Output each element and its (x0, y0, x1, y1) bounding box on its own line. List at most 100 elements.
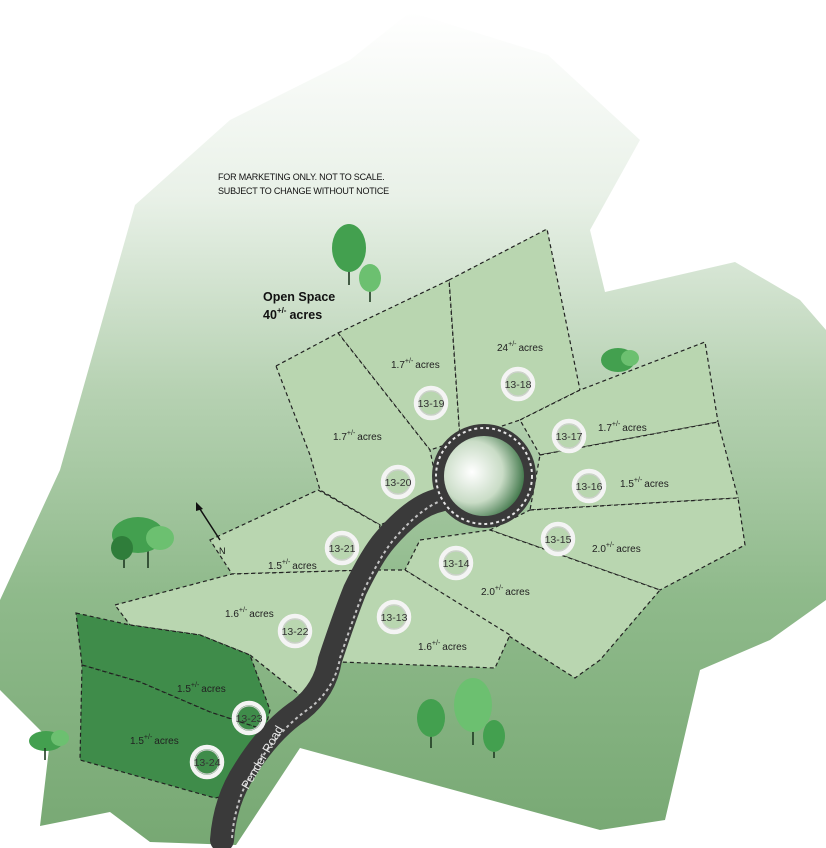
acreage-unit: acres (616, 544, 640, 555)
acreage-sup: +/- (282, 559, 291, 566)
acreage-sup: +/- (495, 585, 504, 592)
acreage-sup: +/- (432, 640, 441, 647)
lot-badge-ring (571, 468, 607, 504)
lot-badge-13-21[interactable]: 13-21 (324, 530, 360, 566)
lot-id-label: 13-20 (385, 477, 412, 489)
lot-13-17-boundary[interactable] (519, 341, 719, 456)
lot-badge-inner-ring (556, 423, 582, 449)
lot-acreage-label-13-19: 1.7+/-acres (391, 358, 440, 371)
tree-icon (417, 678, 505, 758)
lot-badge-inner-ring (194, 749, 220, 775)
lot-badge-inner-ring (505, 371, 531, 397)
lot-badge-ring (324, 530, 360, 566)
lot-badge-13-16[interactable]: 13-16 (571, 468, 607, 504)
acreage-unit: acres (622, 423, 646, 434)
lot-id-label: 13-17 (556, 431, 583, 443)
open-space-size-value: 40 (263, 308, 277, 322)
acreage-sup: +/- (239, 607, 248, 614)
pender-road-edge (231, 497, 451, 839)
acreage-value: 2.0 (592, 544, 606, 555)
acreage-unit: acres (154, 736, 178, 747)
lot-badge-ring (376, 599, 412, 635)
acreage-sup: +/- (347, 430, 356, 437)
acreage-sup: +/- (606, 542, 615, 549)
lot-badge-ring (231, 700, 267, 736)
disclaimer-line-1: FOR MARKETING ONLY. NOT TO SCALE. (218, 172, 385, 182)
lot-id-label: 13-22 (282, 626, 309, 638)
acreage-unit: acres (415, 360, 439, 371)
lot-acreage-label-13-23: 1.5+/-acres (177, 682, 226, 695)
open-space-size: 40+/-acres (263, 306, 322, 322)
lot-badge-13-15[interactable]: 13-15 (540, 521, 576, 557)
tree-icon (601, 348, 639, 372)
lot-id-label: 13-19 (418, 398, 445, 410)
lot-badge-inner-ring (418, 390, 444, 416)
acreage-value: 1.7 (391, 360, 405, 371)
acreage-sup: +/- (612, 421, 621, 428)
lot-badge-13-19[interactable]: 13-19 (413, 385, 449, 421)
lot-badge-13-20[interactable]: 13-20 (380, 464, 416, 500)
lot-badge-inner-ring (545, 526, 571, 552)
lot-acreage-label-13-17: 1.7+/-acres (598, 421, 647, 434)
lot-badge-inner-ring (385, 469, 411, 495)
lot-acreage-label-13-21: 1.5+/-acres (268, 559, 317, 572)
lot-badge-13-13[interactable]: 13-13 (376, 599, 412, 635)
north-label: N (219, 546, 226, 556)
acreage-unit: acres (505, 587, 529, 598)
lot-badge-13-22[interactable]: 13-22 (277, 613, 313, 649)
lot-acreage-label-13-14: 2.0+/-acres (481, 585, 530, 598)
lot-badge-inner-ring (329, 535, 355, 561)
acreage-unit: acres (442, 642, 466, 653)
acreage-value: 1.5 (130, 736, 144, 747)
lot-badge-ring (413, 385, 449, 421)
lot-badges: 13-13 13-14 13-15 13-16 13-17 13-18 13-19 13-20… (189, 366, 607, 780)
lot-badge-inner-ring (443, 550, 469, 576)
acreage-labels: 1.6+/-acres2.0+/-acres2.0+/-acres1.5+/-a… (130, 341, 669, 747)
lot-id-label: 13-24 (194, 757, 221, 769)
lot-badge-ring (380, 464, 416, 500)
lot-badge-13-14[interactable]: 13-14 (438, 545, 474, 581)
lot-badge-13-23[interactable]: 13-23 (231, 700, 267, 736)
acreage-sup: +/- (405, 358, 414, 365)
lot-badge-13-17[interactable]: 13-17 (551, 418, 587, 454)
lot-badge-13-18[interactable]: 13-18 (500, 366, 536, 402)
open-space-size-unit: acres (289, 308, 322, 322)
acreage-sup: +/- (508, 341, 517, 348)
lot-acreage-label-13-24: 1.5+/-acres (130, 734, 179, 747)
tree-icon (332, 224, 381, 302)
lot-id-label: 13-18 (505, 379, 532, 391)
acreage-unit: acres (249, 609, 273, 620)
lot-acreage-label-13-16: 1.5+/-acres (620, 477, 669, 490)
lots-layer (75, 228, 746, 799)
pender-road[interactable] (210, 488, 452, 848)
acreage-sup: +/- (191, 682, 200, 689)
lot-acreage-label-13-20: 1.7+/-acres (333, 430, 382, 443)
lot-id-label: 13-16 (576, 481, 603, 493)
lot-badge-13-24[interactable]: 13-24 (189, 744, 225, 780)
lot-badge-ring (277, 613, 313, 649)
acreage-value: 1.7 (333, 432, 347, 443)
lot-badge-ring (540, 521, 576, 557)
lot-id-label: 13-14 (443, 558, 470, 570)
lot-badge-ring (551, 418, 587, 454)
lot-acreage-label-13-18: 24+/-acres (497, 341, 543, 354)
acreage-value: 1.6 (225, 609, 239, 620)
lot-acreage-label-13-13: 1.6+/-acres (418, 640, 467, 653)
acreage-value: 1.5 (620, 479, 634, 490)
lot-badge-ring (438, 545, 474, 581)
acreage-value: 2.0 (481, 587, 495, 598)
lot-13-15-boundary[interactable] (488, 497, 746, 591)
acreage-unit: acres (357, 432, 381, 443)
acreage-unit: acres (644, 479, 668, 490)
lot-badge-ring (500, 366, 536, 402)
disclaimer-line-2: SUBJECT TO CHANGE WITHOUT NOTICE (218, 186, 389, 196)
acreage-sup: +/- (144, 734, 153, 741)
lot-badge-inner-ring (282, 618, 308, 644)
tree-icon (111, 517, 174, 568)
acreage-value: 1.5 (177, 684, 191, 695)
acreage-unit: acres (201, 684, 225, 695)
acreage-value: 24 (497, 343, 509, 354)
lot-badge-inner-ring (381, 604, 407, 630)
lot-acreage-label-13-15: 2.0+/-acres (592, 542, 641, 555)
